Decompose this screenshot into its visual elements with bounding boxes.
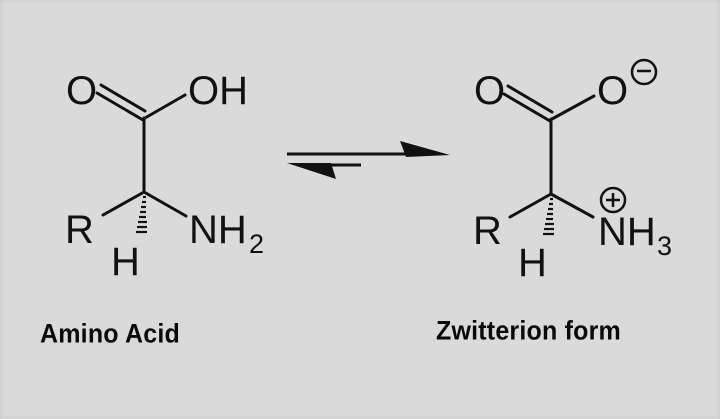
ammonium-bond [549, 192, 595, 219]
r-group-label: R [473, 209, 502, 253]
amine-subscript: 2 [249, 229, 264, 259]
carbonyl-double-bond-2 [99, 83, 147, 113]
negative-charge-icon [630, 58, 658, 86]
forward-arrowhead-icon [400, 141, 450, 157]
amino-acid-structure [95, 83, 188, 218]
r-group-bond [101, 190, 146, 217]
hashed-wedge-bond [136, 195, 147, 234]
carbonyl-double-bond-1 [95, 91, 145, 122]
r-group-bond [508, 192, 553, 219]
carbonyl-double-bond-2 [506, 84, 554, 114]
hydroxyl-bond [143, 93, 187, 120]
hashed-wedge-bond [543, 197, 554, 236]
carboxylate-oxygen-label: O [597, 69, 628, 113]
hydrogen-label: H [111, 240, 140, 284]
ammonium-label: NH [598, 210, 656, 254]
carbonyl-oxygen-label: O [474, 69, 505, 113]
reverse-arrowhead-icon [287, 163, 336, 179]
positive-charge-icon [599, 186, 627, 214]
zwitterion-caption: Zwitterion form [436, 315, 621, 347]
carbonyl-oxygen-label: O [66, 69, 97, 113]
amine-bond [142, 190, 188, 218]
amino-acid-caption: Amino Acid [40, 318, 180, 350]
ammonium-subscript: 3 [657, 231, 672, 261]
hydroxyl-label: OH [188, 69, 248, 113]
hydrogen-label: H [518, 241, 547, 285]
amine-label: NH [189, 208, 247, 252]
carbonyl-double-bond-1 [502, 92, 552, 123]
equilibrium-arrow [287, 141, 450, 179]
zwitterion-structure [502, 84, 596, 219]
carboxylate-bond [550, 94, 596, 121]
r-group-label: R [65, 208, 94, 252]
